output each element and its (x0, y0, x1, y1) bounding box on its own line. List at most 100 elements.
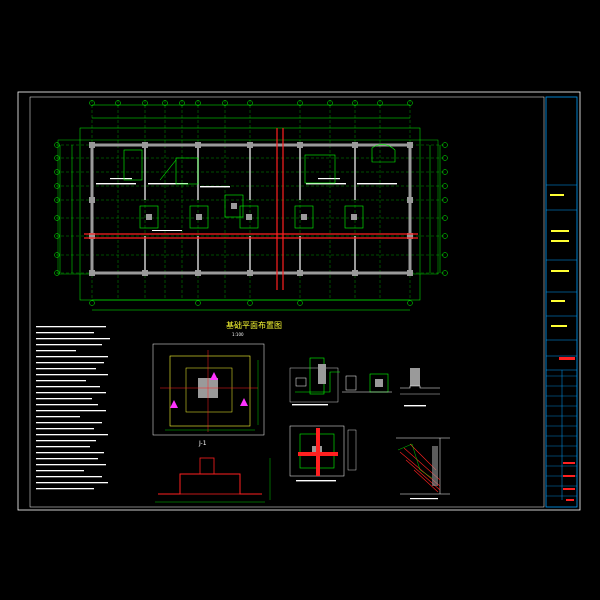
plan-scale: 1:100 (232, 332, 244, 337)
detail-step (400, 368, 440, 407)
note-line (36, 446, 90, 448)
axis-bubble-icon (222, 100, 228, 106)
axis-bubble-icon (54, 169, 60, 175)
note-line (36, 374, 108, 376)
note-line (36, 392, 106, 394)
note-line (36, 398, 92, 400)
axis-bubble-icon (407, 300, 413, 306)
axis-bubble-icon (54, 215, 60, 221)
note-line (36, 428, 94, 430)
detail-beam (342, 373, 392, 393)
note-line (36, 458, 98, 460)
pile-cap (139, 205, 159, 229)
note-line (36, 470, 84, 472)
note-line (36, 416, 80, 418)
note-line (36, 338, 110, 340)
axis-bubble-icon (442, 183, 448, 189)
axis-bubble-icon (195, 100, 201, 106)
column-square-icon (297, 270, 303, 276)
axis-bubble-icon (407, 100, 413, 106)
axis-bubble-icon (442, 155, 448, 161)
column-square-icon (89, 142, 95, 148)
axis-bubble-icon (377, 100, 383, 106)
axis-bubble-icon (442, 169, 448, 175)
column-square-icon (89, 197, 95, 203)
note-line (36, 344, 102, 346)
column-square-icon (247, 142, 253, 148)
drawing-frame-outer (17, 91, 581, 511)
plan-title: 基础平面布置图 (226, 321, 282, 330)
note-line (36, 422, 102, 424)
detail-column-base (289, 425, 357, 482)
column-square-icon (195, 142, 201, 148)
axis-bubble-icon (442, 215, 448, 221)
column-square-icon (407, 142, 413, 148)
note-line (36, 350, 76, 352)
axis-bubble-icon (297, 100, 303, 106)
pile-cap (189, 205, 209, 229)
detail-j1-label: J-1 (199, 440, 207, 447)
column-square-icon (247, 270, 253, 276)
column-square-icon (297, 142, 303, 148)
foundation-plan (54, 100, 448, 311)
highlight-lines (84, 128, 418, 290)
note-line (36, 434, 108, 436)
pile-cap (294, 205, 314, 229)
axis-bubble-icon (327, 100, 333, 106)
axis-bubble-icon (297, 300, 303, 306)
axis-bubble-icon (195, 300, 201, 306)
column-square-icon (89, 233, 95, 239)
note-line (36, 326, 106, 328)
column-square-icon (195, 270, 201, 276)
axis-bubble-icon (247, 100, 253, 106)
axis-bubble-icon (142, 100, 148, 106)
column-square-icon (89, 270, 95, 276)
axis-bubble-icon (54, 270, 60, 276)
axis-bubble-icon (89, 300, 95, 306)
title-block (545, 96, 578, 508)
note-line (36, 362, 104, 364)
axis-bubble-icon (247, 300, 253, 306)
note-line (36, 452, 104, 454)
note-line (36, 332, 94, 334)
note-line (36, 386, 100, 388)
axis-bubble-icon (54, 252, 60, 258)
note-line (36, 380, 86, 382)
pile-cap (344, 205, 364, 229)
detail-wall-foundation (289, 357, 340, 406)
axis-bubble-icon (54, 142, 60, 148)
note-line (36, 410, 106, 412)
axis-bubble-icon (352, 100, 358, 106)
pile-cap (224, 194, 244, 218)
title-block-red-bar (559, 357, 575, 360)
axis-bubble-icon (54, 233, 60, 239)
axis-bubble-icon (54, 183, 60, 189)
axis-bubble-icon (162, 100, 168, 106)
axis-bubble-icon (442, 142, 448, 148)
note-line (36, 440, 96, 442)
column-square-icon (142, 142, 148, 148)
detail-j1-plan (152, 343, 265, 436)
note-line (36, 476, 102, 478)
note-line (36, 368, 96, 370)
axis-bubble-icon (54, 197, 60, 203)
axis-bubble-icon (442, 252, 448, 258)
axis-bubble-icon (115, 100, 121, 106)
axis-bubble-icon (89, 100, 95, 106)
column-square-icon (407, 233, 413, 239)
detail-j1-section (155, 457, 271, 503)
column-square-icon (352, 270, 358, 276)
general-notes (36, 326, 110, 490)
note-line (36, 356, 108, 358)
column-square-icon (407, 270, 413, 276)
note-line (36, 404, 98, 406)
detail-slope (396, 437, 450, 500)
axis-bubble-icon (442, 197, 448, 203)
axis-bubble-icon (179, 100, 185, 106)
column-square-icon (352, 142, 358, 148)
column-square-icon (142, 270, 148, 276)
axis-bubble-icon (442, 270, 448, 276)
axis-bubble-icon (442, 233, 448, 239)
note-line (36, 464, 106, 466)
